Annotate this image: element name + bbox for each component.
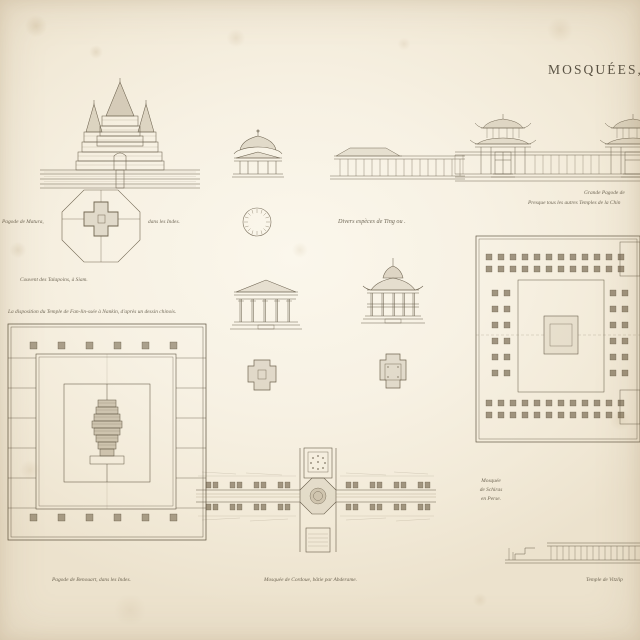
- grande-pagode-chine: [454, 112, 640, 190]
- chinese-colonnade-left: [330, 134, 465, 186]
- caption-schiras-line3: en Perse.: [480, 496, 502, 502]
- caption-grande-pagode-line1: Grande Pagode de: [584, 190, 625, 196]
- caption-temple-vitzliputzli: Temple de Vitzlip: [586, 577, 623, 583]
- caption-talapoins: Couvent des Talapoins, à Siam.: [20, 277, 88, 283]
- rosette-plan: [240, 205, 274, 239]
- caption-grande-pagode-line2: Presque tous les autres Temples de la Ch…: [528, 200, 621, 206]
- caption-mosquee-cordoue: Mosquée de Cordoue, bâtie par Abderame.: [264, 577, 357, 583]
- caption-pagode-matura-left: Pagode de Matura,: [2, 219, 44, 225]
- ting-plan-right: [370, 350, 416, 398]
- mosquee-schiras-plan: [470, 230, 640, 460]
- caption-pagode-matura-right: dans les Indes.: [148, 219, 180, 225]
- caption-schiras-line2: de Schiras: [479, 487, 503, 493]
- mosquee-cordoue-plan: [196, 440, 436, 562]
- temple-fan-lin-sse-plan: [6, 322, 208, 544]
- caption-schiras-line1: Mosquée: [481, 478, 501, 484]
- ting-pavilion-top: [228, 128, 288, 180]
- temple-vitzliputzli-section: [505, 534, 640, 568]
- pagode-matura-elevation: [40, 70, 200, 190]
- ting-plan-left: [240, 358, 284, 398]
- ting-pavilion-right: [355, 258, 431, 334]
- caption-pagode-benouart: Pagode de Benouart, dans les Indes.: [52, 577, 131, 583]
- ting-pavilion-left: [228, 272, 304, 334]
- page-title: MOSQUÉES,: [548, 62, 640, 77]
- pagode-matura-plan: [58, 186, 144, 266]
- caption-ting: Divers espèces de Ting ou .: [338, 218, 406, 225]
- caption-temple-fan-lin-sse: La disposition du Temple de Fan-lin-ssée…: [8, 309, 177, 315]
